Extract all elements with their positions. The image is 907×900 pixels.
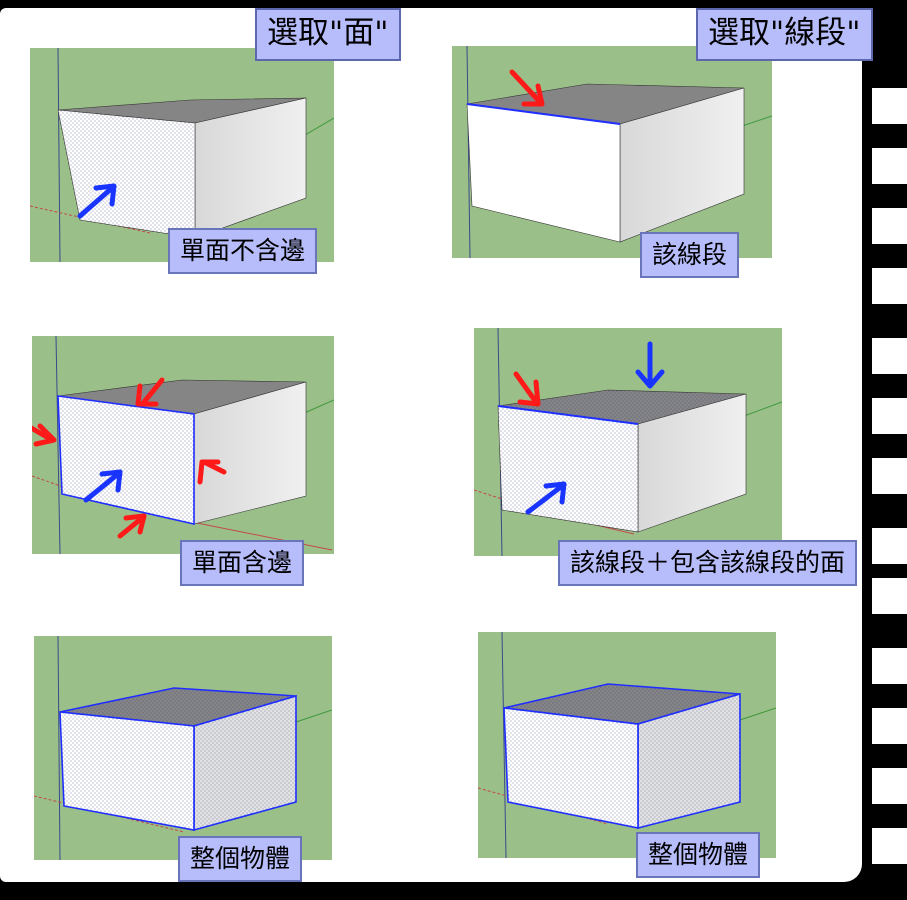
viewport-face-no-edges <box>30 48 334 262</box>
heading-select-face: 選取"面" <box>255 8 401 61</box>
viewport-whole-object-left <box>34 636 332 860</box>
film-hole <box>872 148 907 184</box>
heading-select-edge: 選取"線段" <box>696 8 873 61</box>
red-arrow-icon <box>32 423 57 447</box>
film-hole <box>872 648 907 684</box>
label-face-no-edges: 單面不含邊 <box>168 228 318 274</box>
label-edge-plus-faces: 該線段＋包含該線段的面 <box>558 540 858 586</box>
blue-arrow-icon <box>77 183 117 219</box>
film-hole <box>872 768 907 804</box>
label-the-edge: 該線段 <box>640 232 740 278</box>
label-whole-object-right: 整個物體 <box>636 832 761 878</box>
film-hole <box>872 88 907 124</box>
film-hole <box>872 578 907 614</box>
blue-arrow-icon <box>635 341 665 389</box>
blue-arrow-icon <box>525 481 567 515</box>
viewport-face-with-edges <box>32 336 334 554</box>
viewport-whole-object-right <box>478 632 776 858</box>
blue-arrow-icon <box>83 469 123 503</box>
label-face-with-edges: 單面含邊 <box>180 540 305 586</box>
film-hole <box>872 268 907 304</box>
viewport-edge <box>452 46 772 258</box>
label-whole-object-left: 整個物體 <box>178 836 303 882</box>
film-hole <box>872 528 907 564</box>
red-arrow-icon <box>135 377 165 407</box>
red-arrow-icon <box>513 371 541 407</box>
viewport-edge-plus-faces <box>474 328 782 556</box>
red-arrow-icon <box>117 513 147 539</box>
film-hole <box>872 398 907 434</box>
film-hole <box>872 208 907 244</box>
red-arrow-icon <box>509 69 545 107</box>
film-hole <box>872 828 907 864</box>
film-hole <box>872 458 907 494</box>
red-arrow-icon <box>197 459 227 485</box>
film-hole <box>872 338 907 374</box>
film-hole <box>872 708 907 744</box>
